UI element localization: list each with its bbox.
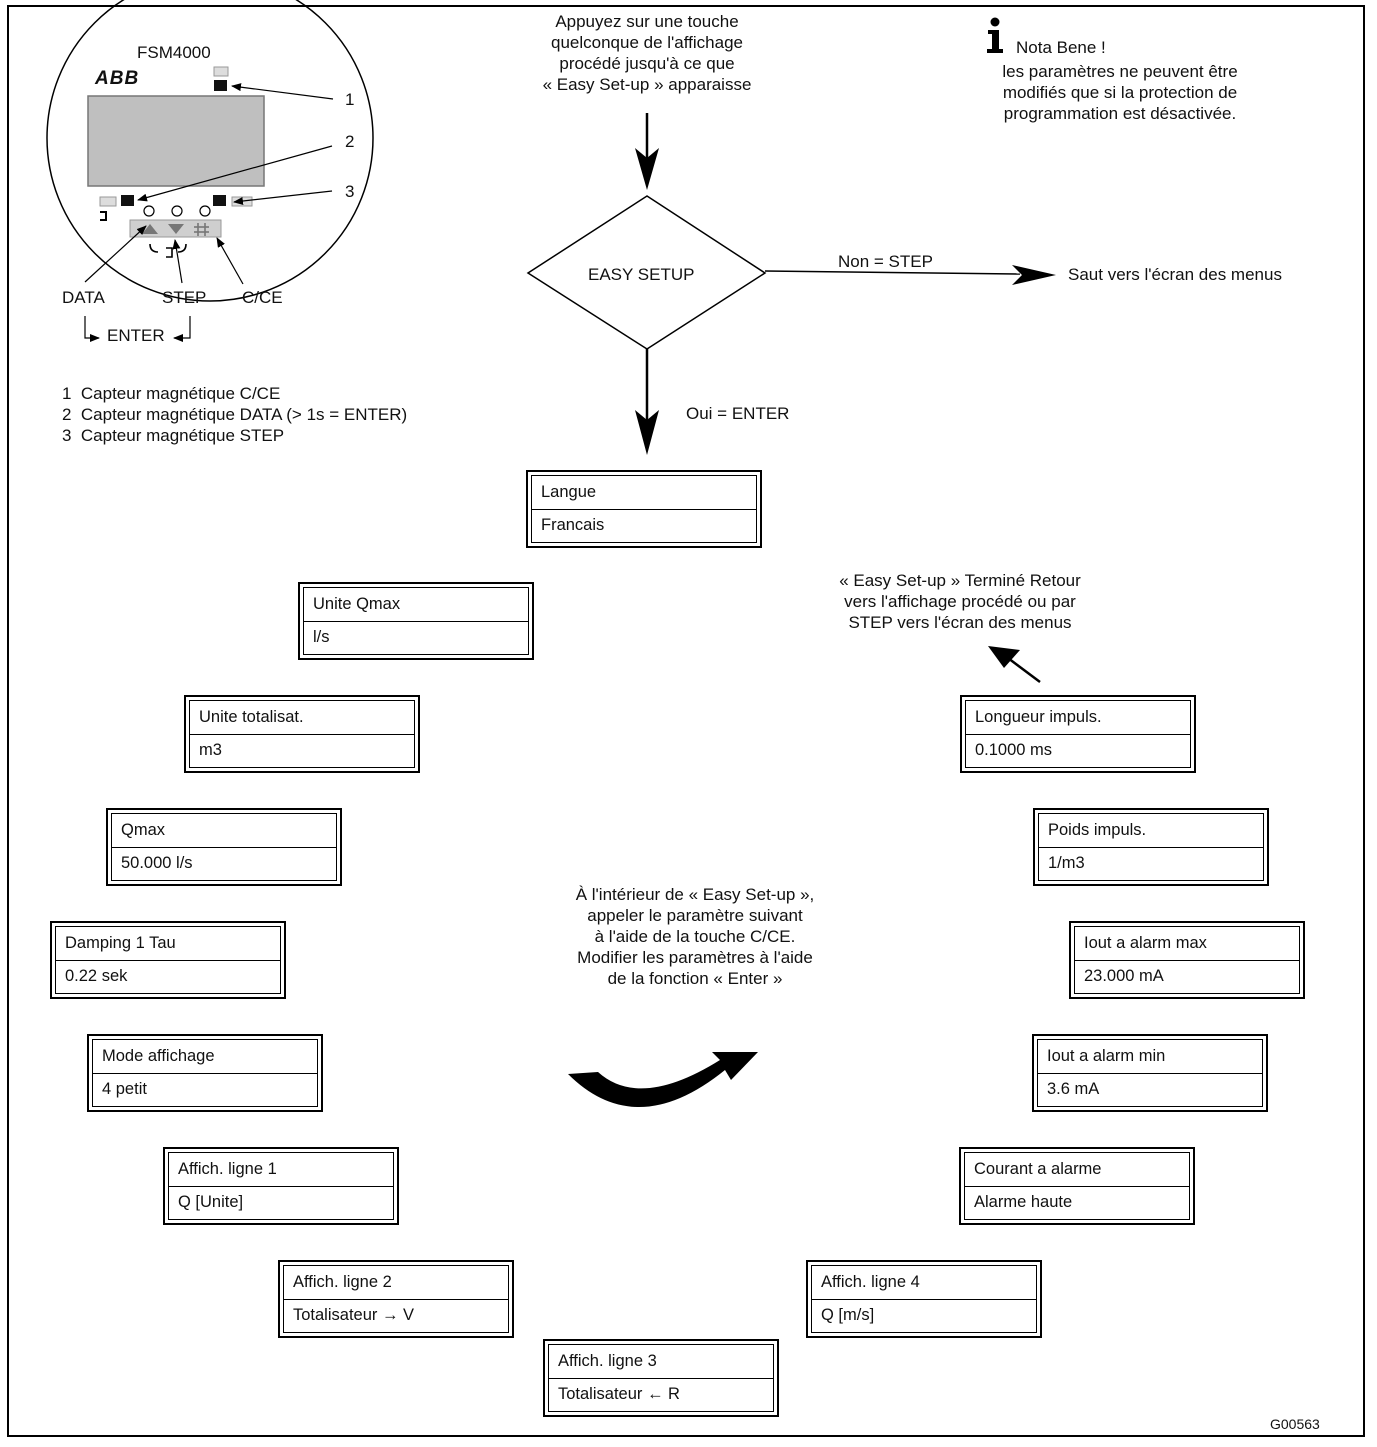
sensor-badge-icon-2 — [121, 195, 134, 206]
param-value: 3.6 mA — [1038, 1072, 1262, 1107]
param-box-poids-impuls: Poids impuls. 1/m3 — [1033, 808, 1269, 886]
param-box-mode-affichage: Mode affichage 4 petit — [87, 1034, 323, 1112]
param-label: Poids impuls. — [1048, 820, 1147, 839]
flow-arrow-no — [764, 270, 1021, 275]
finished-arrowhead — [988, 646, 1020, 668]
param-label: Unite totalisat. — [199, 707, 304, 726]
param-box-qmax: Qmax 50.000 l/s — [106, 808, 342, 886]
decision-yes-label: Oui = ENTER — [686, 404, 790, 423]
param-box-iout-max: Iout a alarm max 23.000 mA — [1069, 921, 1305, 999]
flow-arrowhead-no — [1012, 265, 1056, 285]
param-label: Longueur impuls. — [975, 707, 1102, 726]
param-label: Qmax — [121, 820, 166, 839]
param-box-affich-ligne-1: Affich. ligne 1 Q [Unite] — [163, 1147, 399, 1225]
pointer-data — [84, 225, 147, 283]
param-box-damping: Damping 1 Tau 0.22 sek — [50, 921, 286, 999]
enter-mini-icon — [100, 211, 107, 221]
key-down-icon — [168, 224, 184, 234]
decision-no-target: Saut vers l'écran des menus — [1068, 265, 1282, 284]
device-brand-logo: ABB — [95, 68, 140, 89]
decision-no-label: Non = STEP — [838, 252, 933, 271]
param-value: 1/m3 — [1039, 846, 1263, 881]
enter-bracket-right — [173, 316, 191, 342]
flow-arrowhead-top — [635, 148, 659, 190]
param-label: Courant a alarme — [974, 1159, 1102, 1178]
param-box-affich-ligne-3: Affich. ligne 3 Totalisateur ← R — [543, 1339, 779, 1417]
param-label: Affich. ligne 4 — [821, 1272, 920, 1291]
key-cce-icon — [194, 223, 209, 236]
center-instructions: À l'intérieur de « Easy Set-up »,appeler… — [575, 885, 815, 988]
key-step-label: STEP — [162, 288, 207, 307]
callout-line-3 — [233, 190, 333, 205]
enter-bracket-left — [84, 316, 100, 342]
sensor-dot-cce — [199, 205, 211, 217]
param-box-unite-qmax: Unite Qmax l/s — [298, 582, 534, 660]
finished-arrow-line — [1007, 657, 1041, 683]
diagram-frame — [7, 5, 1365, 1437]
param-value: 23.000 mA — [1075, 959, 1299, 994]
sensor-dot-step — [171, 205, 183, 217]
param-label: Affich. ligne 2 — [293, 1272, 392, 1291]
callout-label-1: 1 — [345, 90, 355, 109]
legend-item-1: 1 Capteur magnétique C/CE — [62, 384, 281, 403]
param-label: Damping 1 Tau — [65, 933, 176, 952]
param-box-affich-ligne-4: Affich. ligne 4 Q [m/s] — [806, 1260, 1042, 1338]
param-label: Mode affichage — [102, 1046, 215, 1065]
key-enter-label: ENTER — [107, 326, 165, 345]
up-mini-icon — [99, 196, 117, 207]
key-enter-icon — [149, 243, 187, 258]
param-label: Unite Qmax — [313, 594, 401, 613]
pointer-step — [172, 239, 183, 284]
param-value: m3 — [190, 733, 414, 768]
param-value: Totalisateur → V — [284, 1298, 508, 1333]
param-value: Q [Unite] — [169, 1185, 393, 1220]
param-box-iout-min: Iout a alarm min 3.6 mA — [1032, 1034, 1268, 1112]
info-icon — [987, 17, 1003, 53]
figure-id: G00563 — [1270, 1416, 1320, 1432]
device-display — [87, 95, 265, 187]
flow-arrowhead-yes — [635, 410, 659, 455]
device-model: FSM4000 — [137, 43, 211, 62]
device-housing — [46, 0, 374, 302]
sensor-badge-icon-3 — [213, 195, 226, 206]
callout-line-2 — [137, 145, 333, 202]
param-value: Alarme haute — [965, 1185, 1189, 1220]
param-value: Totalisateur ← R — [549, 1377, 773, 1412]
sensor-badge-icon-1 — [214, 80, 227, 91]
cce-mini-icon — [213, 66, 229, 77]
sensor-dot-data — [143, 205, 155, 217]
key-cce-label: C/CE — [242, 288, 283, 307]
legend-item-2: 2 Capteur magnétique DATA (> 1s = ENTER) — [62, 405, 408, 424]
param-value: 0.1000 ms — [966, 733, 1190, 768]
param-label: Iout a alarm max — [1084, 933, 1207, 952]
pointer-cce — [216, 237, 244, 285]
note-title: Nota Bene ! — [1016, 38, 1106, 57]
param-value: l/s — [304, 620, 528, 655]
param-box-affich-ligne-2: Affich. ligne 2 Totalisateur → V — [278, 1260, 514, 1338]
callout-label-2: 2 — [345, 132, 355, 151]
key-data-label: DATA — [62, 288, 105, 307]
param-label: Langue — [541, 482, 597, 501]
param-value: Francais — [532, 508, 756, 543]
param-label: Iout a alarm min — [1047, 1046, 1166, 1065]
cycle-arrow — [568, 1052, 758, 1108]
param-value: 4 petit — [93, 1072, 317, 1107]
callout-line-1 — [231, 83, 334, 100]
param-label: Affich. ligne 3 — [558, 1351, 657, 1370]
param-value: Q [m/s] — [812, 1298, 1036, 1333]
param-box-longueur-impuls: Longueur impuls. 0.1000 ms — [960, 695, 1196, 773]
legend-item-3: 3 Capteur magnétique STEP — [62, 426, 285, 445]
param-box-unite-totalisat: Unite totalisat. m3 — [184, 695, 420, 773]
callout-label-3: 3 — [345, 182, 355, 201]
param-label: Affich. ligne 1 — [178, 1159, 277, 1178]
decision-label: EASY SETUP — [588, 265, 695, 284]
param-value: 0.22 sek — [56, 959, 280, 994]
param-value: 50.000 l/s — [112, 846, 336, 881]
